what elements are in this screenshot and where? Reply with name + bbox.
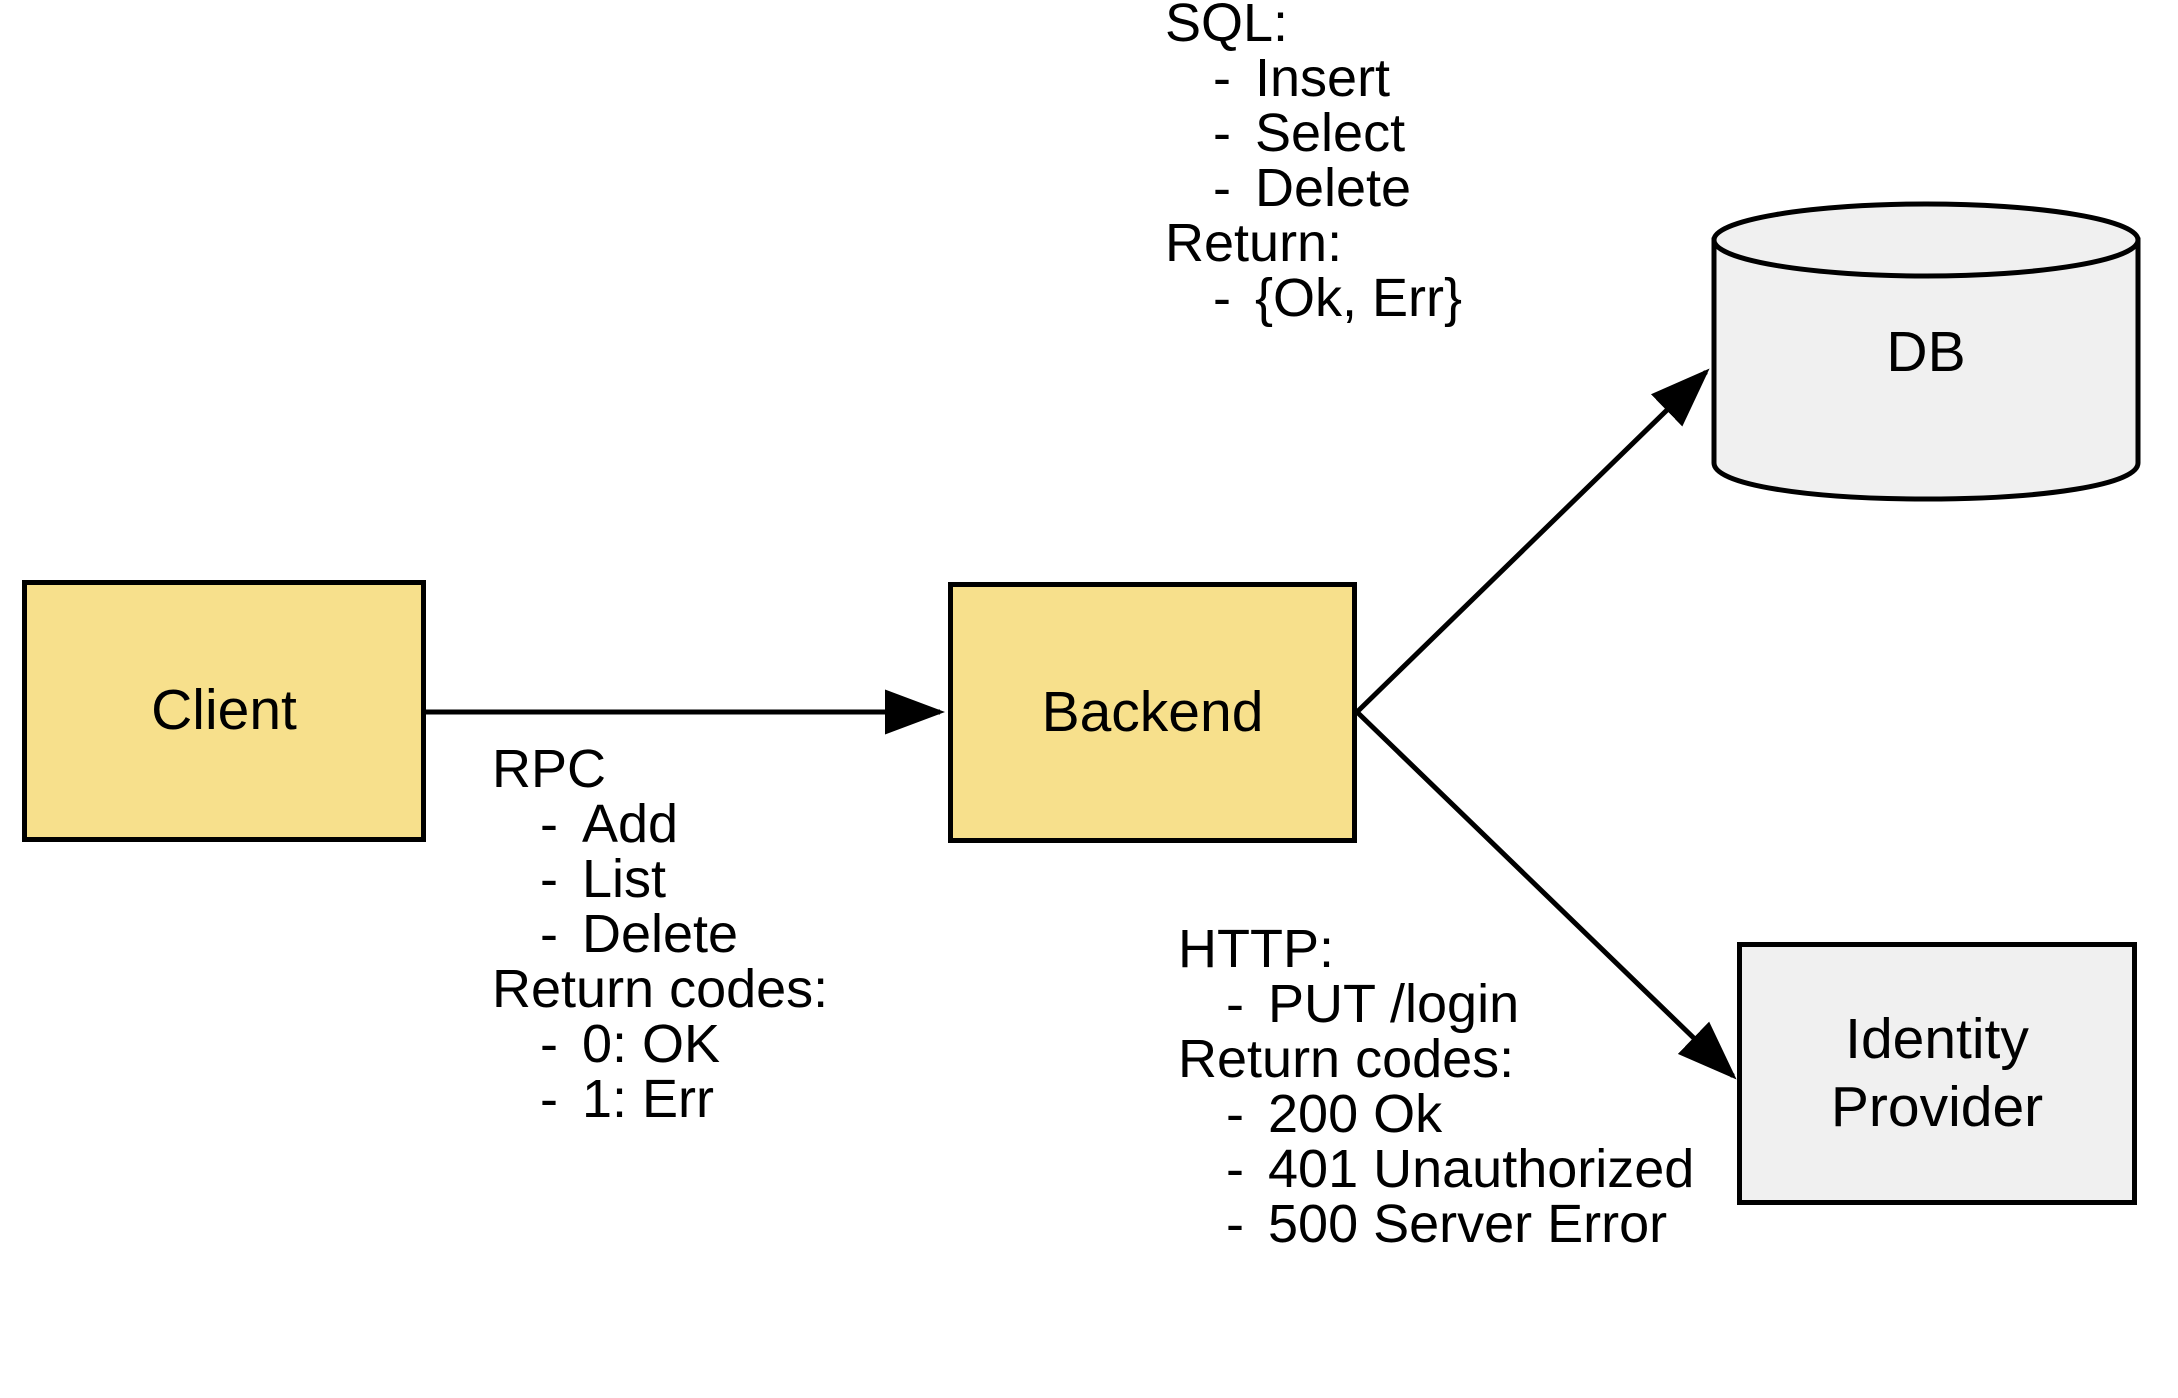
- annotation-rpc-item-0-1: -List: [492, 852, 828, 907]
- bullet-dash: -: [1213, 268, 1231, 329]
- bullet-dash: -: [1226, 1084, 1244, 1145]
- annotation-rpc-header-0: RPC: [492, 739, 607, 799]
- annotation-sql-item-1-0: -{Ok, Err}: [1165, 271, 1462, 326]
- node-db-label: DB: [1886, 319, 1966, 384]
- annotation-rpc-item-1-1: -1: Err: [492, 1072, 828, 1127]
- annotation-http-item-1-2: -500 Server Error: [1178, 1197, 1694, 1252]
- annotation-sql-header-1: Return:: [1165, 213, 1343, 274]
- bullet-dash: -: [1226, 1194, 1244, 1255]
- node-client-label: Client: [151, 678, 297, 743]
- annotation-rpc-header-1: Return codes:: [492, 959, 829, 1020]
- node-backend-label: Backend: [1041, 679, 1264, 744]
- bullet-dash: -: [1226, 974, 1244, 1035]
- bullet-dash: -: [540, 1069, 558, 1130]
- annotation-sql-item-0-1: -Select: [1165, 106, 1462, 161]
- annotation-rpc: RPC -Add -List -Delete Return codes: -0:…: [492, 739, 829, 1128]
- node-backend[interactable]: Backend: [948, 582, 1357, 843]
- bullet-dash: -: [1226, 1139, 1244, 1200]
- annotation-http-item-0-0: -PUT /login: [1178, 974, 1694, 1035]
- annotation-rpc-item-0-2: -Delete: [492, 907, 828, 962]
- annotation-http: HTTP: -PUT /login Return codes: -200 Ok …: [1178, 919, 1694, 1252]
- database-cylinder-icon: [1711, 201, 2141, 502]
- annotation-sql-item-0-2: -Delete: [1165, 161, 1462, 216]
- annotation-sql: SQL: -Insert -Select -Delete Return: -{O…: [1165, 0, 1462, 326]
- node-identity-provider[interactable]: Identity Provider: [1737, 942, 2137, 1205]
- annotation-http-item-1-1: -401 Unauthorized: [1178, 1142, 1694, 1197]
- node-client[interactable]: Client: [22, 580, 426, 842]
- bullet-dash: -: [540, 794, 558, 855]
- annotation-http-item-1-0: -200 Ok: [1178, 1087, 1694, 1142]
- bullet-dash: -: [1213, 48, 1231, 109]
- node-identity-provider-label: Identity Provider: [1830, 1007, 2044, 1139]
- annotation-http-header-0: HTTP:: [1178, 919, 1334, 979]
- bullet-dash: -: [1213, 103, 1231, 164]
- annotation-sql-header-0: SQL:: [1165, 0, 1289, 53]
- annotation-http-header-1: Return codes:: [1178, 1029, 1515, 1090]
- annotation-rpc-item-1-0: -0: OK: [492, 1017, 828, 1072]
- edge-backend-db: [1355, 368, 1710, 714]
- node-db[interactable]: DB: [1710, 200, 2142, 503]
- bullet-dash: -: [540, 849, 558, 910]
- bullet-dash: -: [540, 904, 558, 965]
- bullet-dash: -: [540, 1014, 558, 1075]
- annotation-sql-item-0-0: -Insert: [1165, 48, 1462, 109]
- annotation-rpc-item-0-0: -Add: [492, 794, 828, 855]
- bullet-dash: -: [1213, 158, 1231, 219]
